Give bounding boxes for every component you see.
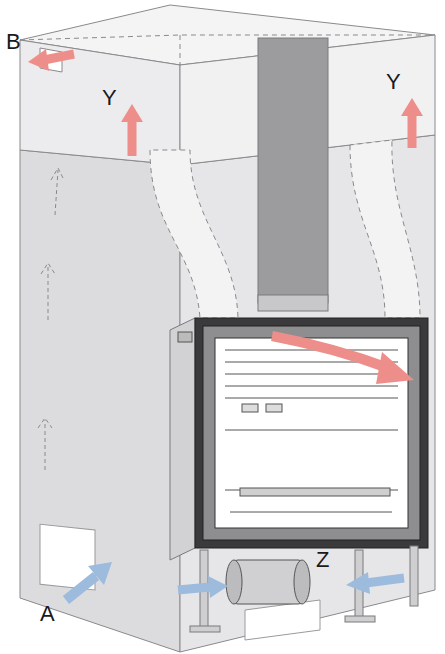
door-frame-inner: [203, 326, 420, 540]
convection-arrow: [41, 263, 55, 320]
hinge: [178, 332, 192, 342]
door-frame: [195, 318, 428, 548]
callout-letter: B: [4, 30, 23, 54]
hidden-edge: [180, 35, 181, 65]
fan-end: [294, 560, 310, 604]
flue-pipe: [258, 38, 328, 303]
flue-collar: [258, 295, 328, 311]
warm-air-arrows: [28, 49, 423, 384]
support-legs: [190, 546, 418, 632]
air-duct: [150, 150, 238, 318]
fan-housing: [232, 560, 304, 604]
cool-air-arrows: [66, 562, 404, 600]
callout-letter: Z: [314, 548, 331, 572]
firebox-side: [170, 318, 195, 560]
housing-left-face: [20, 150, 180, 652]
callout-letter: Y: [100, 86, 119, 110]
convection-arrow: [51, 168, 64, 215]
fan-end: [226, 560, 242, 604]
air-duct: [350, 140, 420, 318]
bottom-grille: [245, 600, 320, 640]
firebox-interior: [225, 350, 398, 512]
hood-left-face: [20, 40, 180, 165]
callout-letter: Y: [384, 70, 403, 94]
convection-arrow: [38, 418, 52, 470]
callout-letter: A: [38, 602, 57, 626]
hidden-edge: [20, 35, 435, 40]
